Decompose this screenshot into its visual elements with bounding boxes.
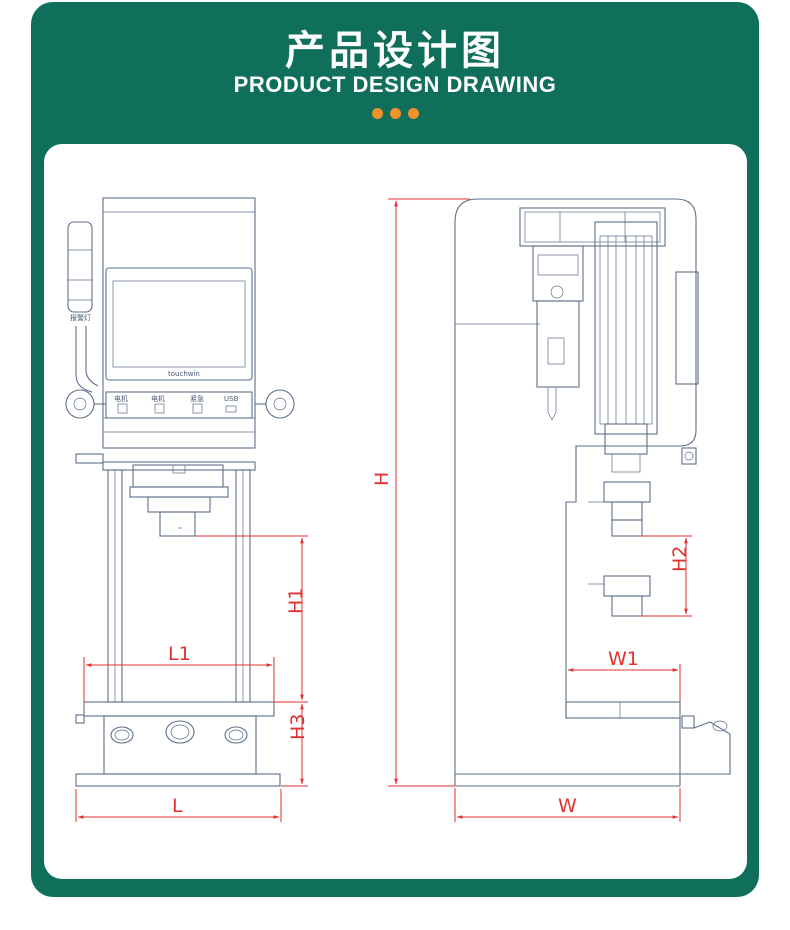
button-panel: 电机 电机 紧急 USB bbox=[105, 391, 253, 419]
dimension-H1: H1 bbox=[195, 535, 308, 703]
base-plate bbox=[75, 773, 281, 787]
start-button-right bbox=[224, 726, 248, 744]
lower-tool bbox=[588, 575, 651, 617]
dim-label: L1 bbox=[168, 643, 191, 665]
dim-label: H bbox=[371, 472, 393, 486]
dim-label: H1 bbox=[285, 588, 307, 614]
touch-screen bbox=[105, 267, 253, 381]
emergency-stop bbox=[165, 720, 195, 744]
spindle-assembly bbox=[594, 221, 658, 473]
page-title: 产品设计图 bbox=[285, 28, 505, 74]
button-label: 电机 bbox=[114, 394, 128, 403]
dimension-W1: W1 bbox=[567, 648, 681, 702]
dimension-L1: L1 bbox=[83, 643, 275, 702]
foot-pedal bbox=[680, 715, 731, 775]
upper-tool bbox=[588, 481, 651, 537]
dim-label: W bbox=[558, 795, 577, 817]
dimension-H: H bbox=[371, 198, 470, 787]
dim-label: H3 bbox=[287, 714, 309, 740]
handle-ring-right bbox=[265, 389, 295, 419]
top-housing bbox=[519, 207, 666, 247]
button-label: USB bbox=[224, 395, 239, 403]
dot-icon bbox=[372, 108, 383, 119]
dim-label: L bbox=[172, 795, 183, 817]
side-view bbox=[454, 198, 731, 787]
press-head bbox=[129, 464, 229, 537]
dot-icon bbox=[408, 108, 419, 119]
screen-brand: touchwin bbox=[168, 370, 200, 378]
servo-motor bbox=[532, 245, 584, 421]
button-label: 电机 bbox=[151, 394, 165, 403]
page-subtitle: PRODUCT DESIGN DRAWING bbox=[233, 72, 557, 97]
button-label: 紧急 bbox=[190, 394, 204, 403]
dim-label: W1 bbox=[608, 648, 639, 670]
dimension-H2: H2 bbox=[642, 535, 692, 617]
start-button-left bbox=[110, 726, 134, 744]
screen-display bbox=[112, 280, 246, 368]
dot-icon bbox=[390, 108, 401, 119]
upper-cabinet bbox=[102, 197, 256, 449]
lamp-label: 报警灯 bbox=[70, 313, 91, 322]
front-view: touchwin 电机 电机 紧急 USB 报警灯 bbox=[65, 197, 295, 787]
dimension-L: L bbox=[75, 789, 282, 822]
side-work-table bbox=[565, 701, 681, 719]
decorative-dots bbox=[372, 108, 422, 122]
work-table bbox=[83, 701, 275, 717]
side-panel bbox=[675, 271, 699, 385]
signal-lamp: 报警灯 bbox=[67, 221, 99, 393]
handle-ring-left bbox=[65, 389, 95, 419]
dim-label: H2 bbox=[669, 546, 691, 572]
dimension-H3: H3 bbox=[281, 703, 309, 787]
machine-body bbox=[454, 198, 697, 786]
dimension-W: W bbox=[454, 788, 681, 822]
